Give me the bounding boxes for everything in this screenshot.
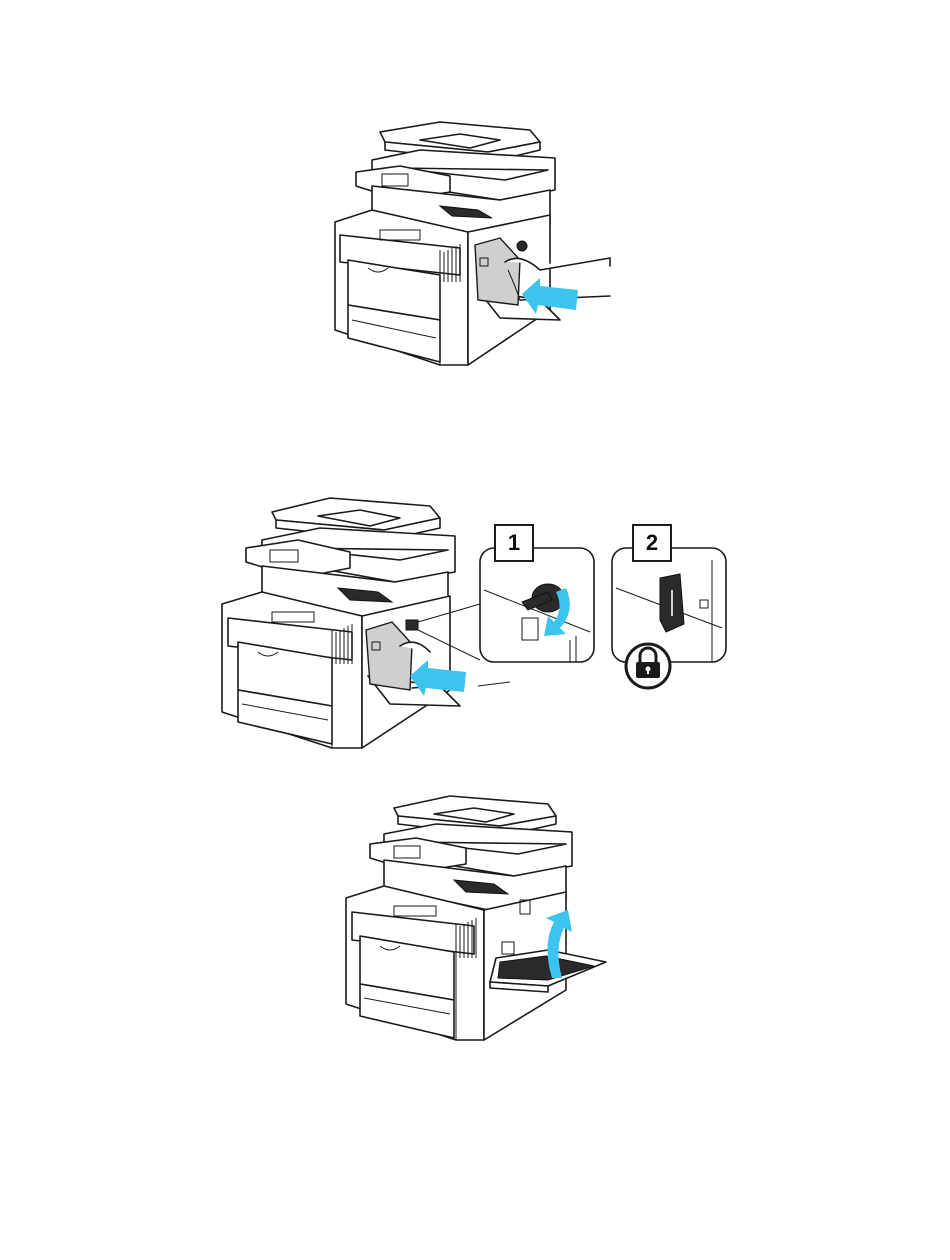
figure-3-printer-close-door <box>0 0 950 1260</box>
